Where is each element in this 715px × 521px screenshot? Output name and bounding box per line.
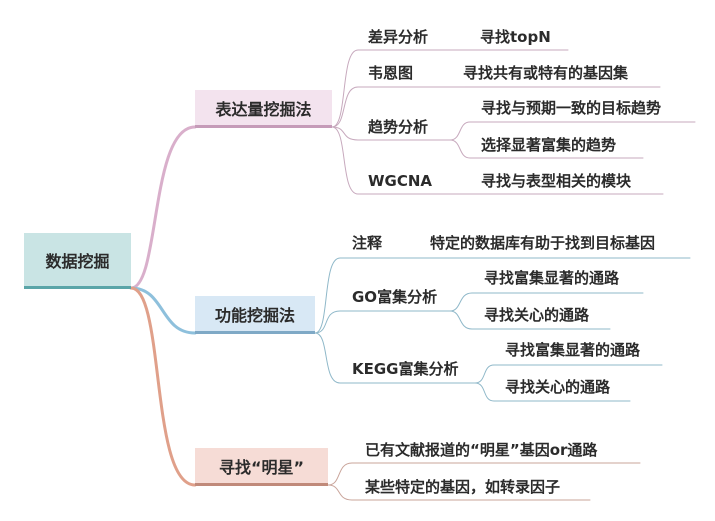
leaf-node[interactable]: 寻找与表型相关的模块 [481,172,632,190]
leaf-node[interactable]: 寻找富集显著的通路 [484,269,620,287]
connector-root-star [129,286,197,487]
node-go-enrichment[interactable]: GO富集分析 [352,288,438,306]
branch-label: 表达量挖掘法 [215,99,312,119]
leaf-node[interactable]: 寻找富集显著的通路 [505,341,641,359]
node-wgcna[interactable]: WGCNA [368,172,433,190]
root-label: 数据挖掘 [45,251,110,271]
leaf-node[interactable]: 寻找与预期一致的目标趋势 [481,99,662,117]
branch-expression-mining[interactable]: 表达量挖掘法 [195,90,332,128]
branch-label: 功能挖掘法 [214,305,295,325]
branch-function-mining[interactable]: 功能挖掘法 [195,296,315,334]
leaf-node[interactable]: 特定的数据库有助于找到目标基因 [430,234,656,252]
node-venn[interactable]: 韦恩图 [368,64,414,82]
branch-label: 寻找“明星” [218,457,305,477]
node-diff-analysis[interactable]: 差异分析 [368,28,429,46]
leaf-node[interactable]: 已有文献报道的“明星”基因or通路 [365,441,598,459]
leaf-node[interactable]: 某些特定的基因，如转录因子 [365,478,561,496]
node-trend-analysis[interactable]: 趋势分析 [368,118,429,136]
connector-root-expression [129,125,197,290]
connector-root-function [129,286,197,335]
leaf-node[interactable]: 寻找关心的通路 [505,378,611,396]
leaf-node[interactable]: 寻找共有或特有的基因集 [463,64,629,82]
leaf-node[interactable]: 寻找topN [480,28,551,46]
leaf-node[interactable]: 寻找关心的通路 [484,306,590,324]
node-annotation[interactable]: 注释 [352,234,383,252]
branch-find-star[interactable]: 寻找“明星” [195,448,328,486]
node-kegg-enrichment[interactable]: KEGG富集分析 [352,360,459,378]
root-node[interactable]: 数据挖掘 [24,233,131,289]
leaf-node[interactable]: 选择显著富集的趋势 [481,136,617,154]
